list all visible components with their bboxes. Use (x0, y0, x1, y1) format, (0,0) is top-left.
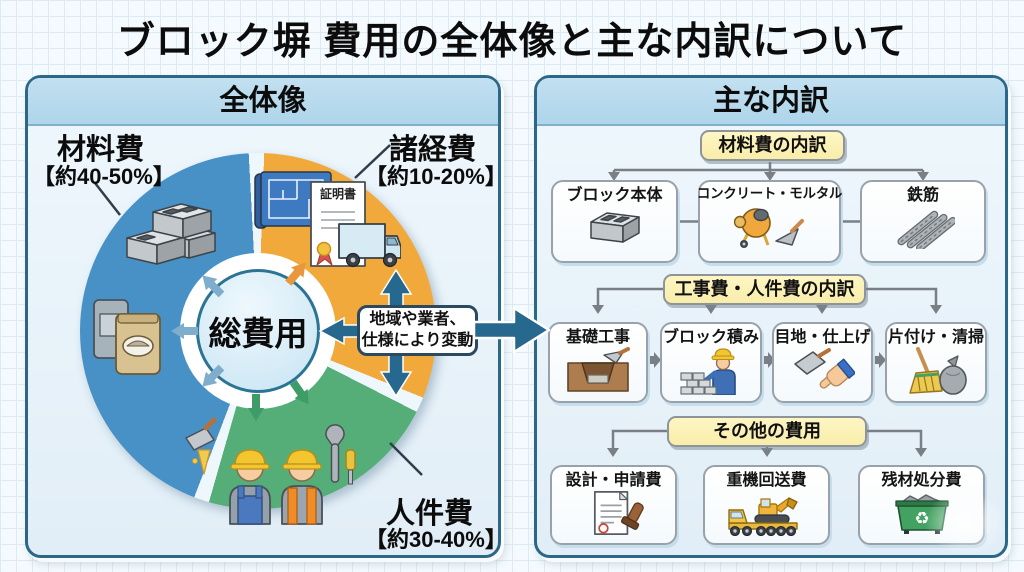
total-cost-label: 総費用 (208, 315, 308, 352)
breakdown-panel: 主な内訳 材料費の内訳 ブロック本体 (534, 75, 1008, 558)
document-stamp-icon (593, 491, 644, 536)
node-block-body: ブロック本体 (551, 180, 678, 263)
cement-mixer-icon (733, 208, 804, 249)
jointing-finish-icon (793, 348, 855, 389)
group-materials-pill: 材料費の内訳 (700, 130, 845, 161)
page-title: ブロック塀 費用の全体像と主な内訳について (116, 21, 908, 63)
materials-share: 【約40-50%】 (33, 164, 175, 189)
rebar-icon (897, 210, 955, 250)
labor-share: 【約30-40%】 (365, 527, 507, 552)
overhead-share: 【約10-20%】 (365, 164, 507, 189)
total-cost-circle: 総費用 (196, 269, 320, 393)
block-laying-icon (680, 348, 736, 396)
overhead-label: 諸経費 (389, 134, 477, 166)
node-jointing: 目地・仕上げ (772, 322, 873, 403)
sparkle-highlight (925, 490, 1005, 555)
overview-panel-header: 全体像 (28, 78, 498, 126)
labor-label: 人件費 (386, 498, 474, 530)
node-rebar: 鉄筋 (860, 180, 986, 263)
panel-link-arrow (472, 306, 551, 354)
group-other-pill: その他の費用 (667, 416, 867, 447)
node-block-laying: ブロック積み (660, 322, 762, 403)
blueprint-certificate-truck-icon: 証明書 (254, 171, 401, 268)
breakdown-panel-header: 主な内訳 (537, 78, 1005, 126)
variation-callout-line1: 地域や業者、 (369, 310, 466, 328)
node-design-fee: 設計・申請費 (550, 465, 677, 545)
foundation-work-icon (567, 347, 630, 392)
variation-callout-line2: 仕様により変動 (361, 331, 474, 349)
node-cleanup: 片付け・清掃 (885, 322, 987, 403)
materials-label: 材料費 (57, 134, 145, 166)
certificate-title-text: 証明書 (320, 186, 356, 201)
overview-panel: 全体像 総費用 (25, 75, 507, 558)
workers-tools-icon (185, 417, 356, 525)
block-icon (589, 212, 640, 243)
group-construction-pill: 工事費・人件費の内訳 (663, 274, 866, 305)
concrete-blocks-icon (126, 203, 216, 265)
node-concrete-mortar: コンクリート・モルタル (697, 180, 842, 263)
node-foundation: 基礎工事 (548, 322, 648, 403)
broom-bag-icon (909, 347, 967, 395)
node-machine-transport: 重機回送費 (703, 465, 830, 545)
excavator-truck-icon (727, 497, 798, 537)
cement-bags-icon (93, 299, 161, 375)
variation-callout: 地域や業者、 仕様により変動 (357, 305, 478, 356)
